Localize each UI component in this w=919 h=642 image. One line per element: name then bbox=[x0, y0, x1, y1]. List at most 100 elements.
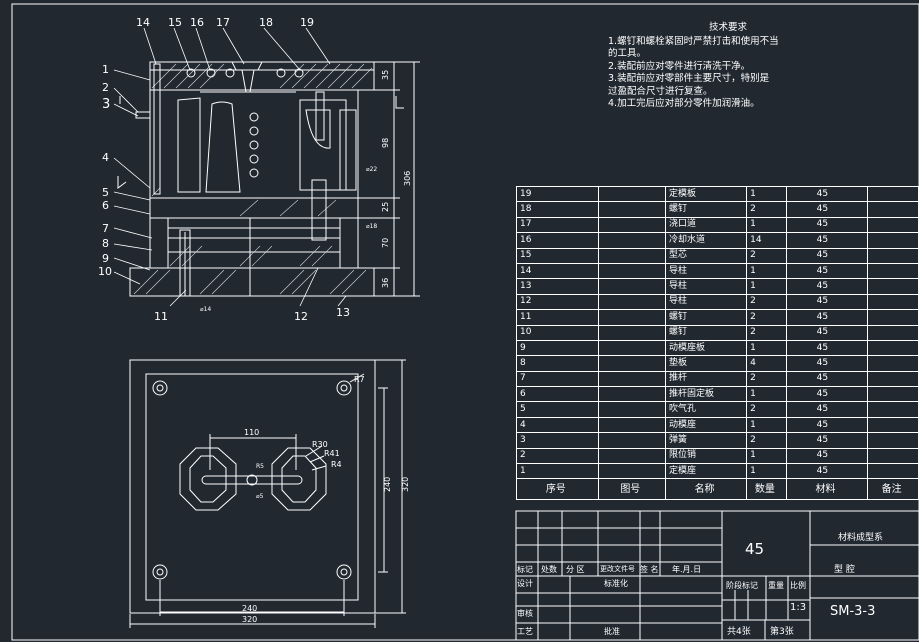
part-no-14: 14 bbox=[136, 16, 150, 29]
material-value: 45 bbox=[745, 540, 765, 558]
bom-cell-no: 16 bbox=[516, 232, 599, 249]
part-no-7: 7 bbox=[102, 222, 109, 235]
fit-14: ⌀14 bbox=[200, 306, 211, 313]
part-no-18: 18 bbox=[259, 16, 273, 29]
bom-cell-name: 螺钉 bbox=[664, 201, 748, 218]
bom-header-cell: 名称 bbox=[664, 478, 748, 501]
bom-cell-qty: 2 bbox=[746, 324, 787, 341]
bom-cell-material: 45 bbox=[785, 463, 869, 480]
dim-r41: R41 bbox=[324, 449, 340, 458]
bom-cell-no: 6 bbox=[516, 386, 599, 403]
dim-306: 306 bbox=[403, 171, 412, 186]
dim-dia5: ⌀5 bbox=[256, 493, 264, 500]
bom-cell-note bbox=[867, 416, 919, 434]
bom-cell-no: 9 bbox=[516, 339, 599, 357]
bom-cell-drawing bbox=[597, 432, 667, 449]
bom-cell-no: 11 bbox=[516, 309, 599, 326]
bom-cell-drawing bbox=[597, 401, 667, 418]
part-no-2: 2 bbox=[102, 81, 109, 94]
label-fenqu: 分 区 bbox=[566, 565, 585, 574]
dim-r5: R5 bbox=[256, 463, 264, 470]
bom-cell-no: 15 bbox=[516, 247, 599, 264]
bom-header-cell: 序号 bbox=[516, 478, 599, 501]
fit-18: ⌀18 bbox=[366, 223, 377, 230]
tech-req-line: 过盈配合尺寸进行复查。 bbox=[608, 85, 713, 97]
part-name: 型 腔 bbox=[834, 565, 855, 575]
bom-cell-name: 浇口道 bbox=[664, 216, 748, 234]
bom-cell-qty: 1 bbox=[746, 463, 787, 480]
bom-cell-material: 45 bbox=[785, 201, 869, 218]
bom-cell-no: 14 bbox=[516, 262, 599, 280]
bom-cell-note bbox=[867, 355, 919, 372]
plan-view bbox=[129, 359, 406, 628]
bom-cell-qty: 1 bbox=[746, 339, 787, 357]
title-block-grid bbox=[515, 510, 919, 641]
dim-36: 36 bbox=[381, 278, 390, 288]
dim-35: 35 bbox=[381, 70, 390, 80]
part-no-10: 10 bbox=[98, 265, 112, 278]
bom-cell-note bbox=[867, 339, 919, 357]
bom-cell-name: 弹簧 bbox=[664, 432, 748, 449]
bom-cell-qty: 2 bbox=[746, 370, 787, 388]
drawing-border bbox=[11, 3, 919, 641]
part-no-4: 4 bbox=[102, 151, 109, 164]
bom-cell-no: 7 bbox=[516, 370, 599, 388]
tech-req-line: 的工具。 bbox=[608, 48, 647, 59]
sheets-total: 共4张 bbox=[727, 627, 751, 637]
bom-cell-note bbox=[867, 216, 919, 234]
fit-22: ⌀22 bbox=[366, 166, 377, 173]
bom-cell-note bbox=[867, 201, 919, 218]
bom-cell-drawing bbox=[597, 247, 667, 264]
label-qianming: 签 名 bbox=[640, 565, 659, 574]
bom-cell-no: 1 bbox=[516, 463, 599, 480]
section-labels: 14 15 16 17 18 19 1 2 3 4 5 6 7 8 9 10 1… bbox=[98, 16, 350, 323]
bom-cell-name: 限位销 bbox=[664, 447, 748, 465]
dim-240-horizontal: 240 bbox=[242, 604, 257, 613]
bom-cell-qty: 2 bbox=[746, 309, 787, 326]
bom-cell-drawing bbox=[597, 262, 667, 280]
bom-cell-name: 冷却水道 bbox=[664, 232, 748, 249]
bom-header-cell: 材料 bbox=[785, 478, 869, 501]
bom-cell-qty: 1 bbox=[746, 278, 787, 295]
dim-98: 98 bbox=[381, 138, 390, 148]
bom-cell-qty: 1 bbox=[746, 216, 787, 234]
bom-cell-note bbox=[867, 232, 919, 249]
bom-cell-note bbox=[867, 370, 919, 388]
bom-cell-material: 45 bbox=[785, 339, 869, 357]
bom-cell-no: 5 bbox=[516, 401, 599, 418]
bom-cell-drawing bbox=[597, 463, 667, 480]
bom-cell-drawing bbox=[597, 339, 667, 357]
bom-cell-qty: 1 bbox=[746, 416, 787, 434]
bom-cell-material: 45 bbox=[785, 278, 869, 295]
bom-cell-qty: 14 bbox=[746, 232, 787, 249]
bom-cell-material: 45 bbox=[785, 232, 869, 249]
part-no-9: 9 bbox=[102, 252, 109, 265]
part-no-12: 12 bbox=[294, 310, 308, 323]
part-leaders bbox=[113, 27, 347, 307]
bom-cell-qty: 1 bbox=[746, 447, 787, 465]
bom-cell-no: 10 bbox=[516, 324, 599, 341]
bom-cell-material: 45 bbox=[785, 293, 869, 311]
bom-cell-drawing bbox=[597, 232, 667, 249]
bom-cell-material: 45 bbox=[785, 216, 869, 234]
tech-req-line: 2.装配前应对零件进行清洗干净。 bbox=[608, 60, 751, 72]
bom-cell-note bbox=[867, 185, 919, 203]
bom-cell-note bbox=[867, 262, 919, 280]
plan-dimensions: 110 240 320 R7 R30 R41 R4 R5 ⌀5 240 320 bbox=[242, 375, 410, 624]
part-no-11: 11 bbox=[154, 310, 168, 323]
bom-cell-material: 45 bbox=[785, 262, 869, 280]
bom-cell-note bbox=[867, 386, 919, 403]
